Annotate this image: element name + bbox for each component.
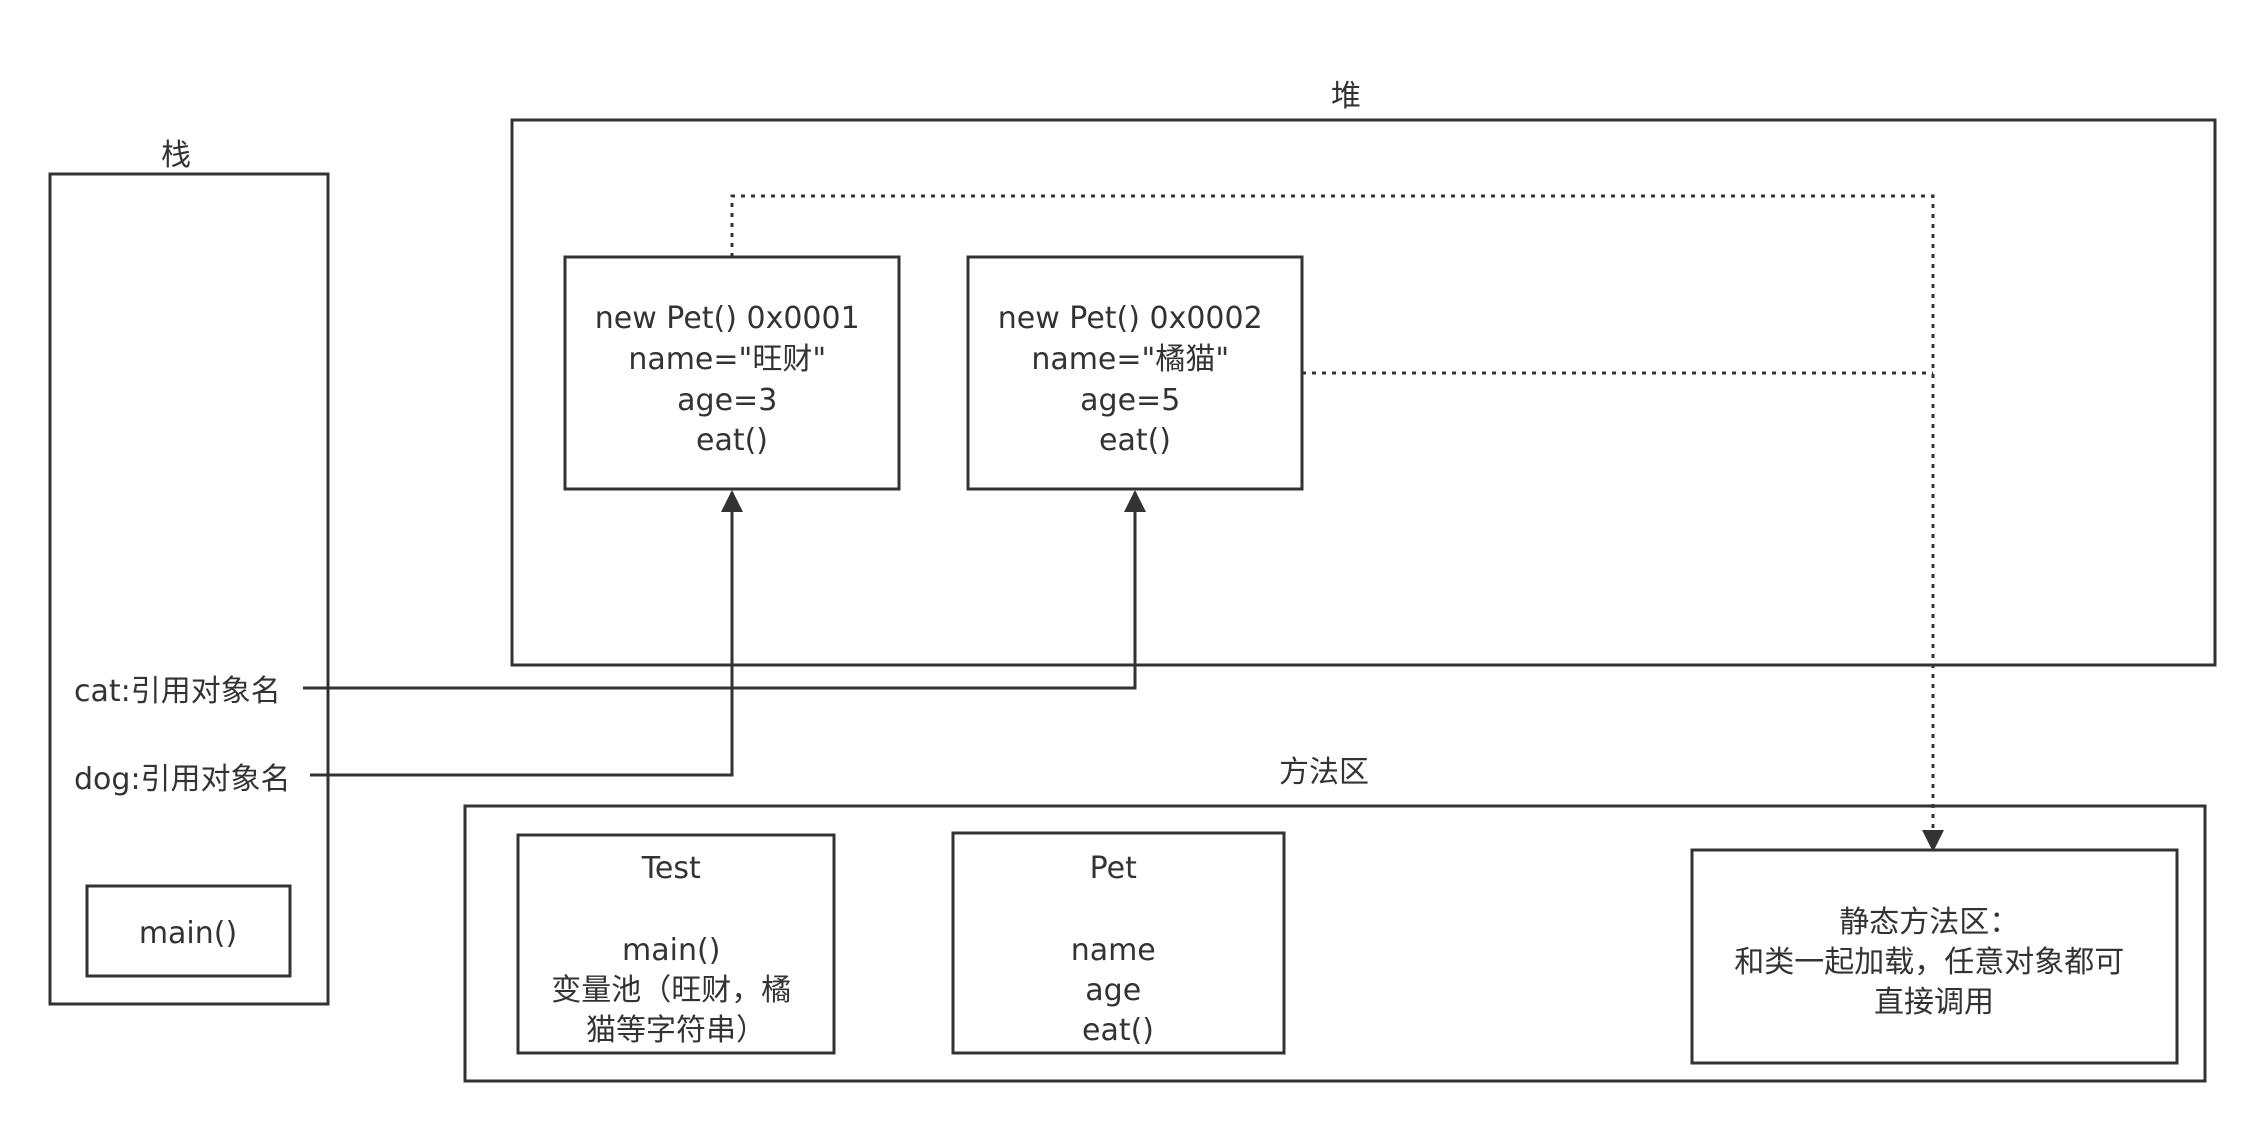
static-method-area-line-2: 和类一起加载，任意对象都可 <box>1734 945 2124 980</box>
object-1-static-connector <box>730 194 1944 852</box>
pet-class-line-4: age <box>1085 973 1141 1008</box>
heap-object-1-line-3: age=3 <box>677 383 777 418</box>
heap-object-2-line-1: new Pet() 0x0002 <box>998 301 1263 336</box>
heap-object-1-line-1: new Pet() 0x0001 <box>595 301 860 336</box>
cat-reference-label: cat:引用对象名 <box>74 674 281 709</box>
pet-class-line-3: name <box>1071 933 1156 968</box>
static-method-area-text: 静态方法区： 和类一起加载，任意对象都可 直接调用 <box>1734 905 2134 1020</box>
test-class-line-5: 猫等字符串） <box>586 1013 766 1048</box>
heap-object-2-line-4: eat() <box>1099 423 1171 458</box>
pet-class-line-1: Pet <box>1090 851 1137 886</box>
test-class-text: Test main() 变量池（旺财，橘 猫等字符串） <box>551 851 801 1048</box>
heap-object-1-text: new Pet() 0x0001 name="旺财" age=3 eat() <box>595 301 869 458</box>
dog-reference-label: dog:引用对象名 <box>74 762 291 797</box>
heap-object-1-line-4: eat() <box>696 423 768 458</box>
method-area-title: 方法区 <box>1279 755 1369 790</box>
heap-box <box>510 118 2217 667</box>
static-method-area-line-1: 静态方法区： <box>1839 905 2019 940</box>
heap-title: 堆 <box>1331 79 1361 114</box>
heap-object-1-line-2: name="旺财" <box>628 342 826 377</box>
pet-class-line-5: eat() <box>1082 1013 1154 1048</box>
heap-object-2-line-2: name="橘猫" <box>1031 342 1229 377</box>
test-class-line-1: Test <box>641 851 701 886</box>
method-area-box <box>463 804 2207 1083</box>
stack-box <box>48 172 330 1006</box>
test-class-box <box>516 833 836 1055</box>
heap-object-2-text: new Pet() 0x0002 name="橘猫" age=5 eat() <box>998 301 1272 458</box>
heap-object-2-line-3: age=5 <box>1080 383 1180 418</box>
pet-class-box <box>951 831 1286 1055</box>
stack-title: 栈 <box>161 138 191 173</box>
cat-reference-connector <box>303 490 1146 690</box>
static-method-area-box <box>1690 848 2179 1065</box>
test-class-line-3: main() <box>622 933 720 968</box>
test-class-line-4: 变量池（旺财，橘 <box>551 973 791 1008</box>
stack-main-label: main() <box>139 916 237 951</box>
dog-reference-connector <box>310 490 743 777</box>
pet-class-text: Pet name age eat() <box>1071 851 1166 1048</box>
stack-main-frame <box>85 884 292 978</box>
static-method-area-line-3: 直接调用 <box>1874 985 1994 1020</box>
